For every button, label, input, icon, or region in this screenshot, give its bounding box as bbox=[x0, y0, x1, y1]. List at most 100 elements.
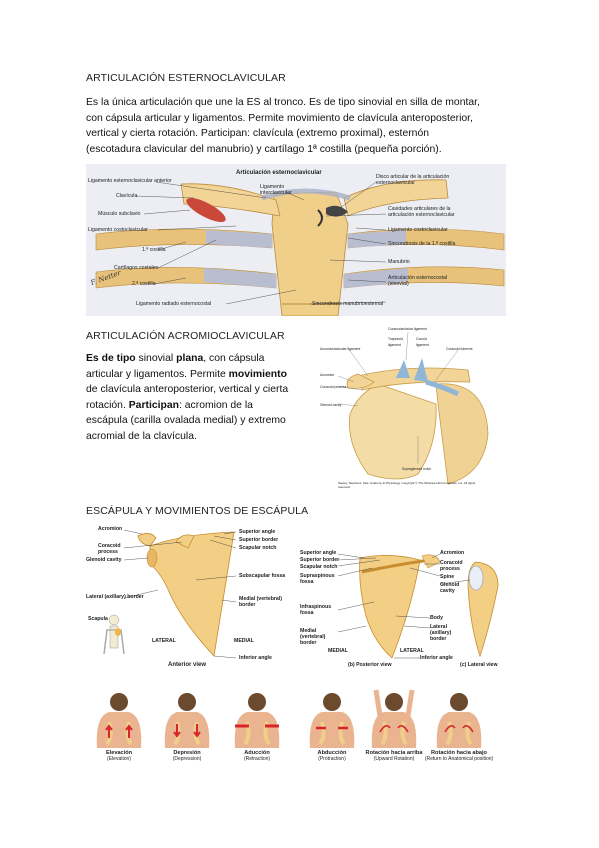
label-glenoid-cavity: Glenoid cavity bbox=[320, 403, 342, 407]
acromioclavicular-illustration bbox=[337, 331, 489, 485]
label-acromion: Acromion bbox=[440, 550, 465, 556]
figure-credit: Seeley, Stephens, Tate: Anatomy & Physio… bbox=[338, 481, 476, 489]
scapular-movements-strip: Elevación(Elevation) Depresión(Depressio… bbox=[86, 686, 506, 768]
scapula-anterior-illustration bbox=[103, 529, 237, 659]
paragraph-line: de clavícula anteroposterior, vertical y… bbox=[86, 384, 289, 396]
movement-name: Rotación hacia abajo bbox=[431, 750, 487, 756]
label-coracoclavicular-ligament: Coracoclavicular ligament bbox=[388, 327, 427, 331]
label-coracoid-process: Coracoid process bbox=[320, 385, 347, 389]
movement-item: Rotación hacia arriba(Upward Rotation) bbox=[366, 686, 422, 768]
label-spine: Spine bbox=[440, 574, 455, 580]
paragraph-line: articular y ligamentos. Permite movimien… bbox=[86, 368, 287, 380]
paragraph-line: con cápsula articular y ligamentos. Perm… bbox=[86, 112, 473, 124]
label-infraspinous-fossa: Infraspinous fossa bbox=[300, 604, 332, 616]
label-lateral-border: Lateral (axillary) border bbox=[86, 594, 144, 600]
label-lateral-border: Lateral (axillary) border bbox=[430, 624, 452, 642]
label-lateral-direction: LATERAL bbox=[152, 638, 176, 644]
label-coracoid-process: Coracoid process bbox=[440, 560, 463, 572]
sternoclavicular-illustration bbox=[95, 179, 505, 316]
sternoclavicular-figure: Articulación esternoclavicular Ligamento… bbox=[86, 164, 506, 316]
movement-illustration bbox=[371, 689, 417, 748]
movement-subtitle: (Depression) bbox=[172, 756, 202, 763]
label-scapular-notch: Scapular notch bbox=[300, 564, 338, 570]
label-superior-angle: Superior angle bbox=[239, 529, 276, 535]
movement-subtitle: (Retraction) bbox=[243, 756, 271, 763]
movement-name: Abducción bbox=[317, 750, 347, 756]
paragraph-line: vertical y cierta rotación. Participan: … bbox=[86, 128, 430, 140]
movement-illustration bbox=[96, 693, 142, 748]
figure-title: Articulación esternoclavicular bbox=[236, 170, 322, 176]
paragraph-esternoclavicular: Es la única articulación que une la ES a… bbox=[86, 95, 526, 157]
movement-illustration bbox=[309, 693, 355, 748]
label-superior-border: Superior border bbox=[239, 537, 279, 543]
label-subscapular-fossa: Subscapular fossa bbox=[239, 573, 286, 579]
label-conoid-ligament: Conoid ligament bbox=[416, 337, 429, 347]
label-lig-costoclavicular-right: Ligamento costoclavicular bbox=[388, 227, 448, 233]
movement-subtitle: (Upward Rotation) bbox=[373, 756, 415, 763]
paragraph-line: escápula (carilla ovalada medial) y extr… bbox=[86, 415, 286, 427]
label-medial-border: Medial (vertebral) border bbox=[239, 596, 282, 608]
movement-illustration bbox=[436, 693, 482, 748]
movement-item: Abducción(Protraction) bbox=[306, 686, 358, 768]
movement-subtitle: (Elevation) bbox=[107, 756, 131, 763]
movement-item: Rotación hacia abajo(Return to Anatomica… bbox=[424, 686, 494, 768]
section-heading-acromioclavicular: ARTICULACIÓN ACROMIOCLAVICULAR bbox=[86, 330, 285, 342]
label-clavicula: Clavícula bbox=[116, 193, 138, 199]
movement-subtitle: (Protraction) bbox=[318, 756, 346, 763]
label-sincondrosis-1a-costilla: Sincondrosis de la 1.ª costilla bbox=[388, 241, 456, 247]
label-coracoid-process: Coracoid process bbox=[98, 543, 121, 555]
paragraph-line: Es la única articulación que une la ES a… bbox=[86, 97, 480, 108]
label-lig-radiado-esternocostal: Ligamento radiado esternocostal bbox=[136, 301, 212, 307]
movement-caption: Rotación hacia abajo(Return to Anatomica… bbox=[418, 750, 500, 763]
label-lig-esternoclavicular-anterior: Ligamento esternoclavicular anterior bbox=[88, 178, 172, 184]
paragraph-acromioclavicular: Es de tipo sinovial plana, con cápsula a… bbox=[86, 351, 312, 445]
movement-item: Depresión(Depression) bbox=[156, 686, 218, 768]
movement-illustration bbox=[164, 693, 210, 748]
movement-illustration bbox=[234, 693, 280, 748]
label-articulacion-esternocostal: Articulación esternocostal (sinovial) bbox=[388, 275, 448, 287]
label-scapula: Scapula bbox=[88, 616, 108, 622]
paragraph-line: rotación. Participan: acromion de la bbox=[86, 399, 253, 411]
label-glenoid-cavity: Glenoid cavity bbox=[440, 582, 460, 594]
movement-name: Aducción bbox=[244, 750, 270, 756]
paragraph-line: (escotadura clavicular del manubrio) y c… bbox=[86, 143, 442, 155]
paragraph-line: Es de tipo sinovial plana, con cápsula bbox=[86, 353, 265, 364]
movement-item: Aducción(Retraction) bbox=[224, 686, 290, 768]
label-acromion: Acromion bbox=[320, 373, 335, 377]
label-lateral-direction: LATERAL bbox=[400, 648, 424, 654]
movement-caption: Rotación hacia arriba(Upward Rotation) bbox=[360, 750, 428, 763]
caption-lateral-view: (c) Lateral view bbox=[460, 662, 498, 668]
movement-subtitle: (Return to Anatomical position) bbox=[424, 756, 494, 763]
label-disco-articular: Disco articular de la articulación ester… bbox=[376, 174, 450, 186]
label-inferior-angle: Inferior angle bbox=[420, 655, 453, 661]
label-sincondrosis-manubrioesternal: Sincondrosis manubrioesternal bbox=[312, 301, 384, 307]
label-superior-angle: Superior angle bbox=[300, 550, 337, 556]
paragraph-line: acromial de la clavícula. bbox=[86, 430, 197, 442]
label-scapular-notch: Scapular notch bbox=[239, 545, 277, 551]
label-supraspinous-fossa: Supraspinous fossa bbox=[300, 573, 335, 585]
label-coracoid-tubercle: Coracoid tubercle bbox=[446, 347, 473, 351]
label-supraglenoid-notch: Supraglenoid notch bbox=[402, 467, 432, 471]
label-musculo-subclavio: Músculo subclavio bbox=[98, 211, 141, 217]
label-medial-direction: MEDIAL bbox=[234, 638, 254, 644]
label-cavidades-articulares: Cavidades articulares de la articulación… bbox=[388, 206, 455, 218]
label-medial-border: Medial (vertebral) border bbox=[300, 628, 326, 646]
label-inferior-angle: Inferior angle bbox=[239, 655, 272, 661]
movement-name: Elevación bbox=[105, 750, 133, 756]
label-body: Body bbox=[430, 615, 443, 621]
caption-anterior-view: Anterior view bbox=[168, 662, 207, 668]
movement-name: Depresión bbox=[173, 750, 201, 756]
movement-caption: Elevación(Elevation) bbox=[82, 750, 156, 763]
label-superior-border: Superior border bbox=[300, 557, 340, 563]
section-heading-escapula: ESCÁPULA Y MOVIMIENTOS DE ESCÁPULA bbox=[86, 505, 309, 517]
label-trapezoid-ligament: Trapezoid ligament bbox=[388, 337, 403, 347]
label-cartilagos-costales: Cartílagos costales bbox=[114, 265, 159, 271]
label-medial-direction: MEDIAL bbox=[328, 648, 348, 654]
label-acromioclavicular-ligament: Acromioclavicular ligament bbox=[320, 347, 361, 351]
acromioclavicular-figure: Coracoclavicular ligament Trapezoid liga… bbox=[318, 324, 498, 494]
caption-posterior-view: (b) Posterior view bbox=[348, 662, 392, 668]
movement-caption: Depresión(Depression) bbox=[150, 750, 224, 763]
scapula-anterior-figure: Acromion Coracoid process Glenoid cavity… bbox=[84, 524, 294, 672]
label-lig-costoclavicular-left: Ligamento costoclavicular bbox=[88, 227, 148, 233]
section-heading-esternoclavicular: ARTICULACIÓN ESTERNOCLAVICULAR bbox=[86, 72, 286, 84]
